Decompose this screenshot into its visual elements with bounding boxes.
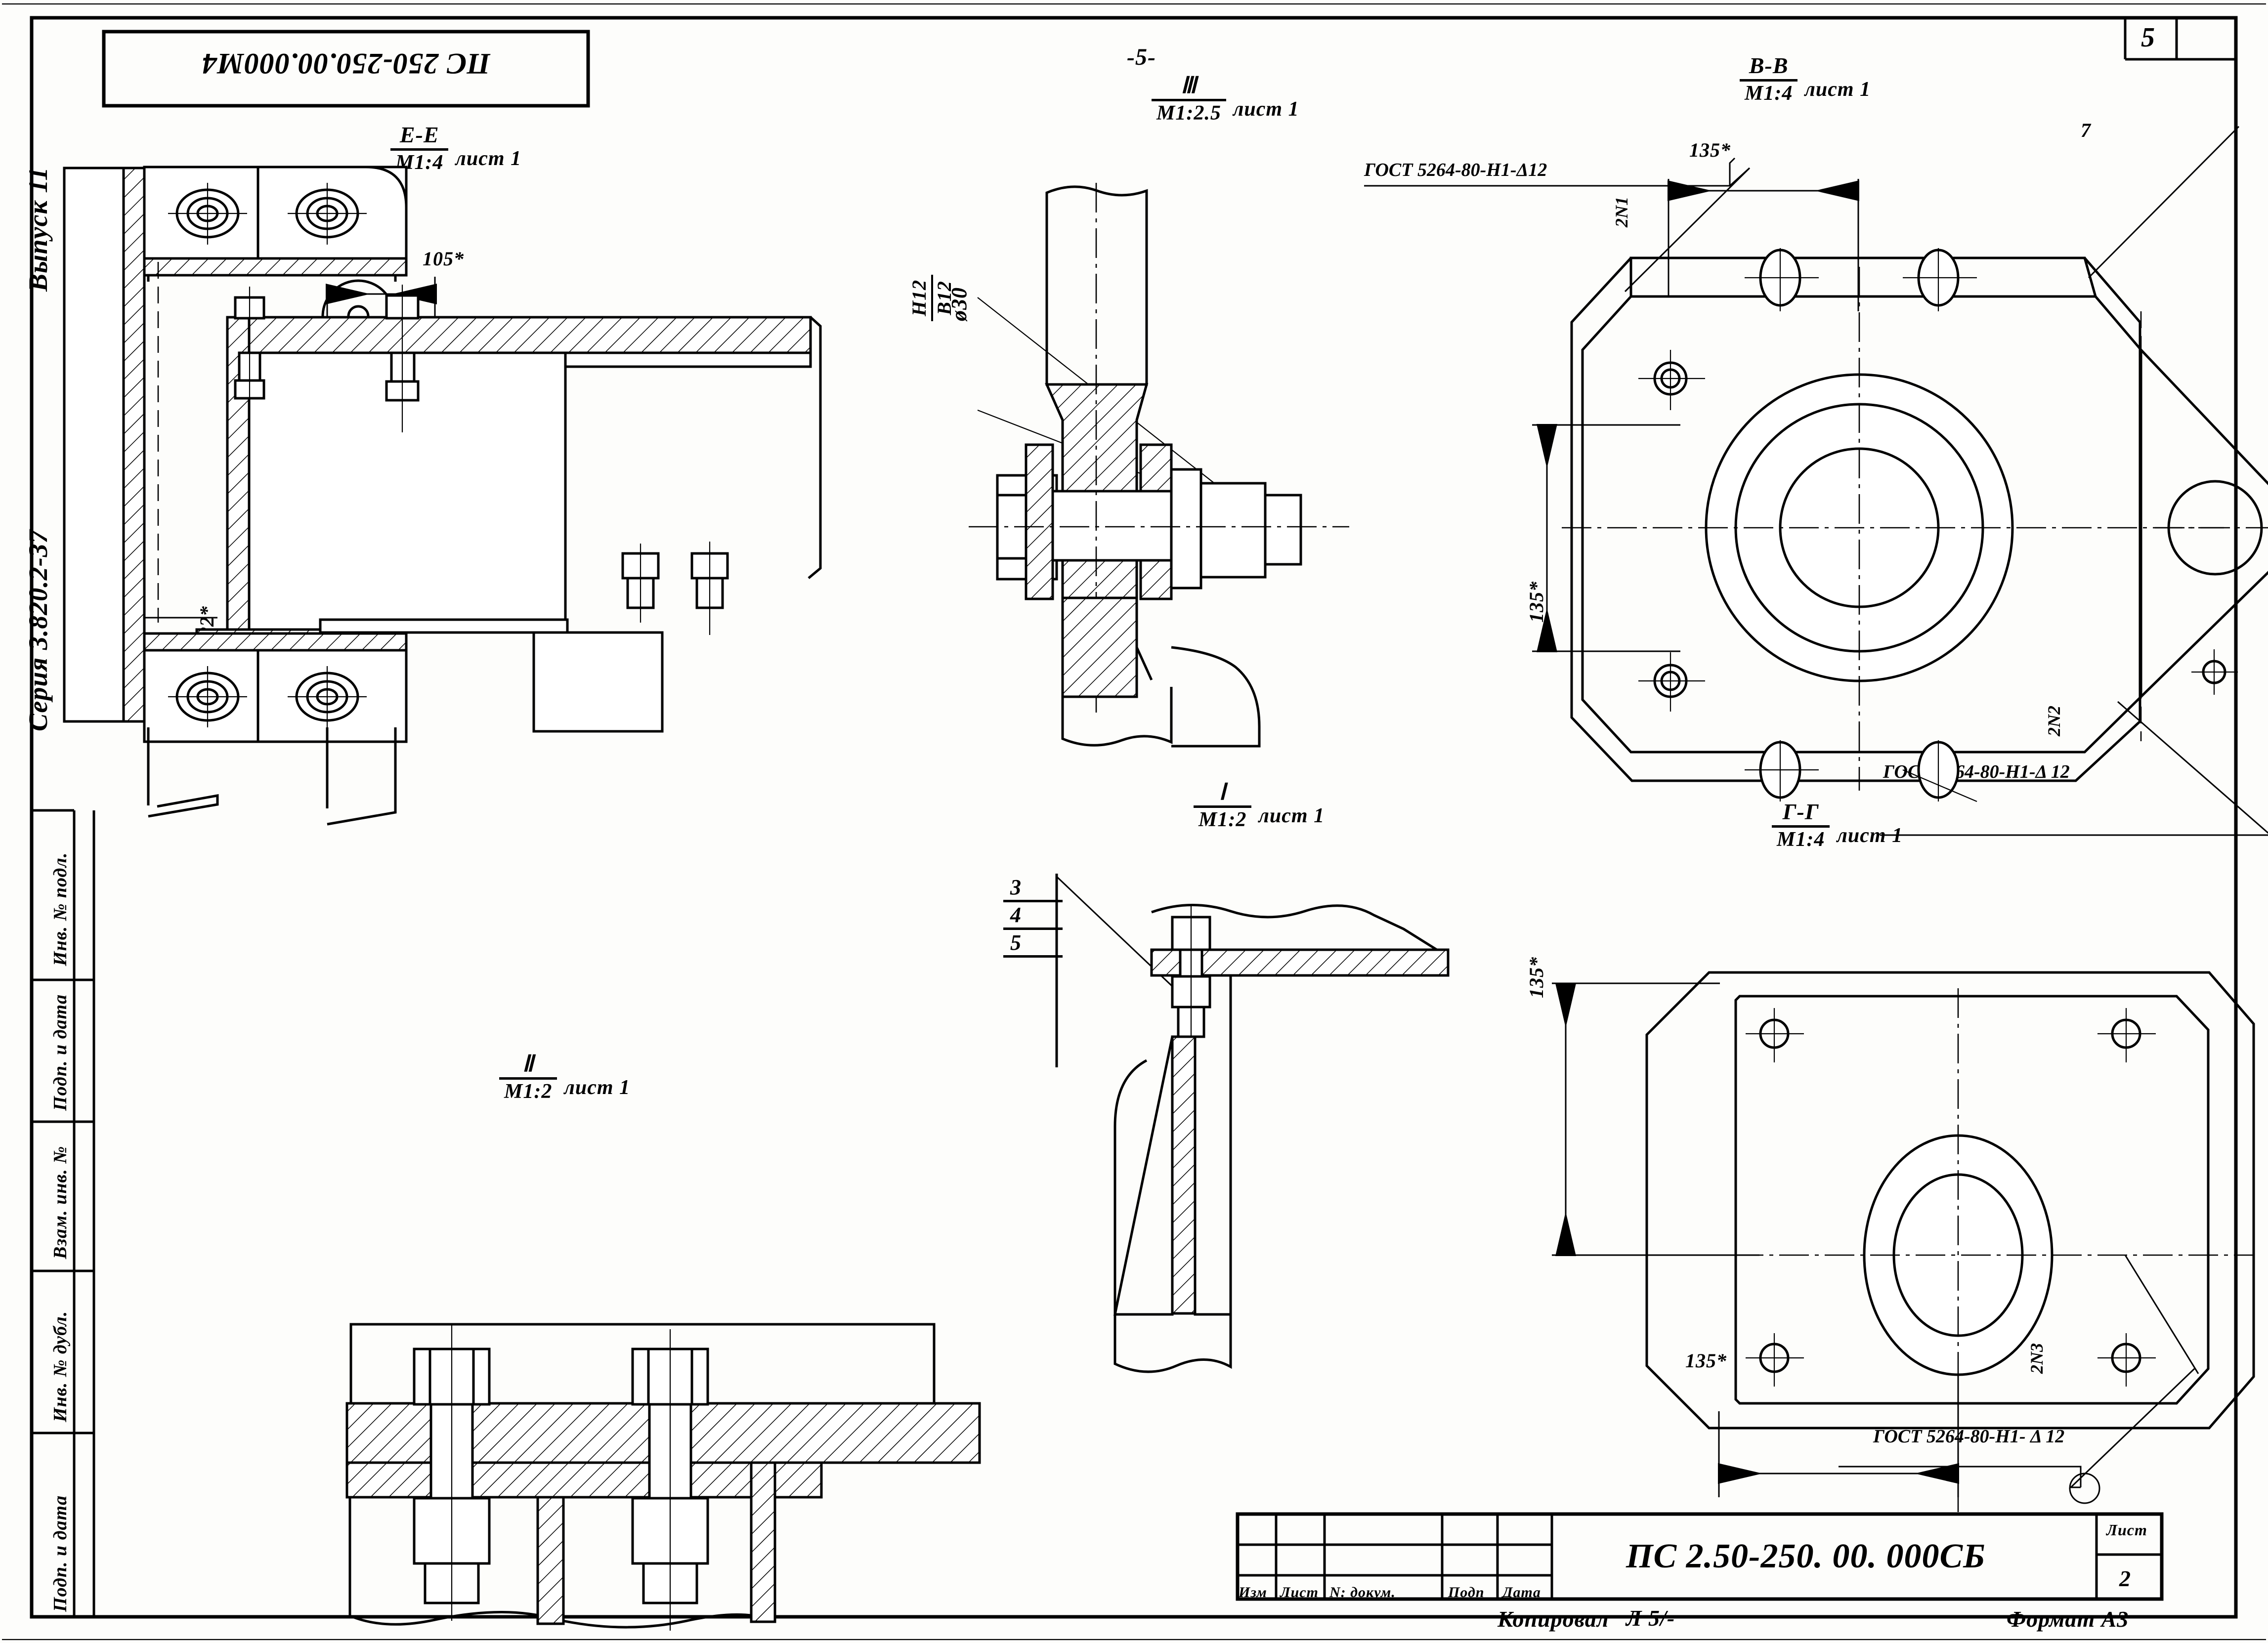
drawing-number: ПС 2.50-250. 00. 000СБ <box>1626 1537 1986 1575</box>
view-bb-geometry <box>1364 126 2268 836</box>
sheet-corner-number: 5 <box>2141 22 2155 53</box>
sheet-word: Лист <box>2106 1521 2147 1539</box>
copied-value: Л 5/- <box>1626 1605 1675 1631</box>
weld-spec-2n3: ГОСТ 5264-80-Н1- Δ 12 <box>1873 1426 2065 1447</box>
tb-col-data: Дата <box>1502 1584 1541 1601</box>
leader-number-7: 7 <box>2081 119 2091 141</box>
stamp-row-0: Инв. № подл. <box>50 852 71 966</box>
view-ee-geometry <box>63 166 822 826</box>
weld-spec-2n1: ГОСТ 5264-80-Н1-Δ12 <box>1364 160 1547 180</box>
header-designation: ПС 250-250.00.000М4 <box>201 47 491 80</box>
stamp-row-3: Инв. № дубл. <box>50 1310 71 1422</box>
view-i-sheetref: лист 1 <box>1258 804 1325 827</box>
view-gg-scale: М1:4 <box>1777 828 1825 851</box>
view-caption-ee: Е-Е М1:4 лист 1 <box>390 122 522 173</box>
dim-gg-horizontal: 135* <box>1685 1349 1727 1372</box>
view-gg-geometry <box>1552 971 2255 1512</box>
dim-105: 105* <box>423 248 464 270</box>
item-number-4: 4 <box>1010 903 1022 927</box>
view-caption-i: Ⅰ М1:2 лист 1 <box>1194 779 1325 831</box>
stamp-row-2: Взам. инв. № <box>50 1145 71 1259</box>
view-gg-sheetref: лист 1 <box>1837 824 1903 847</box>
format-label: Формат А3 <box>2007 1606 2129 1632</box>
view-caption-iii: Ⅲ М1:2.5 лист 1 <box>1152 74 1299 124</box>
item-number-3: 3 <box>1010 875 1022 899</box>
view-i-name: Ⅰ <box>1219 779 1226 804</box>
weld-spec-2n2: ГОСТ 5264-80-Н1-Δ 12 <box>1883 761 2070 782</box>
page-mark-5: -5- <box>1127 44 1156 70</box>
view-iii-scale: М1:2.5 <box>1156 101 1221 125</box>
view-ii-name: Ⅱ <box>522 1051 534 1076</box>
sheet-number: 2 <box>2119 1566 2131 1591</box>
view-gg-name: Г-Г <box>1782 799 1819 824</box>
series-label: Серия 3.820.2-37 <box>23 529 53 731</box>
view-caption-ii: Ⅱ М1:2 лист 1 <box>499 1051 631 1103</box>
view-bb-name: В-В <box>1749 53 1789 78</box>
view-ii-scale: М1:2 <box>504 1080 553 1103</box>
view-i-scale: М1:2 <box>1198 808 1247 831</box>
tb-col-dokum: N: докум. <box>1329 1584 1396 1601</box>
view-caption-bb: В-В М1:4 лист 1 <box>1740 54 1871 104</box>
copied-label: Копировал <box>1498 1606 1609 1632</box>
view-iii-geometry <box>969 183 1349 748</box>
item-number-stack: 3 4 5 <box>1003 875 1063 958</box>
view-i-geometry <box>1055 874 1450 1373</box>
tb-col-podp: Подп <box>1448 1584 1485 1601</box>
view-ee-sheetref: лист 1 <box>455 147 522 170</box>
view-bb-scale: М1:4 <box>1745 82 1793 105</box>
stamp-row-4: Подп. и дата <box>50 1495 71 1612</box>
view-iii-sheetref: лист 1 <box>1233 98 1299 121</box>
view-ii-geometry <box>345 1323 981 1631</box>
title-block-frame <box>1236 1512 2164 1601</box>
fit-top: H12 <box>908 279 930 316</box>
view-iii-name: Ⅲ <box>1181 73 1197 98</box>
tb-col-list: Лист <box>1280 1584 1319 1601</box>
dim-bb-horizontal: 135* <box>1689 139 1731 161</box>
view-ii-sheetref: лист 1 <box>564 1076 631 1099</box>
view-ee-name: Е-Е <box>399 122 439 147</box>
view-caption-gg: Г-Г М1:4 лист 1 <box>1772 800 1903 850</box>
issue-label: Выпуск 11 <box>23 167 53 292</box>
stamp-row-1: Подп. и дата <box>50 994 71 1111</box>
item-number-5: 5 <box>1010 930 1022 955</box>
view-bb-sheetref: лист 1 <box>1804 78 1871 101</box>
tb-col-izm: Изм <box>1239 1584 1267 1601</box>
